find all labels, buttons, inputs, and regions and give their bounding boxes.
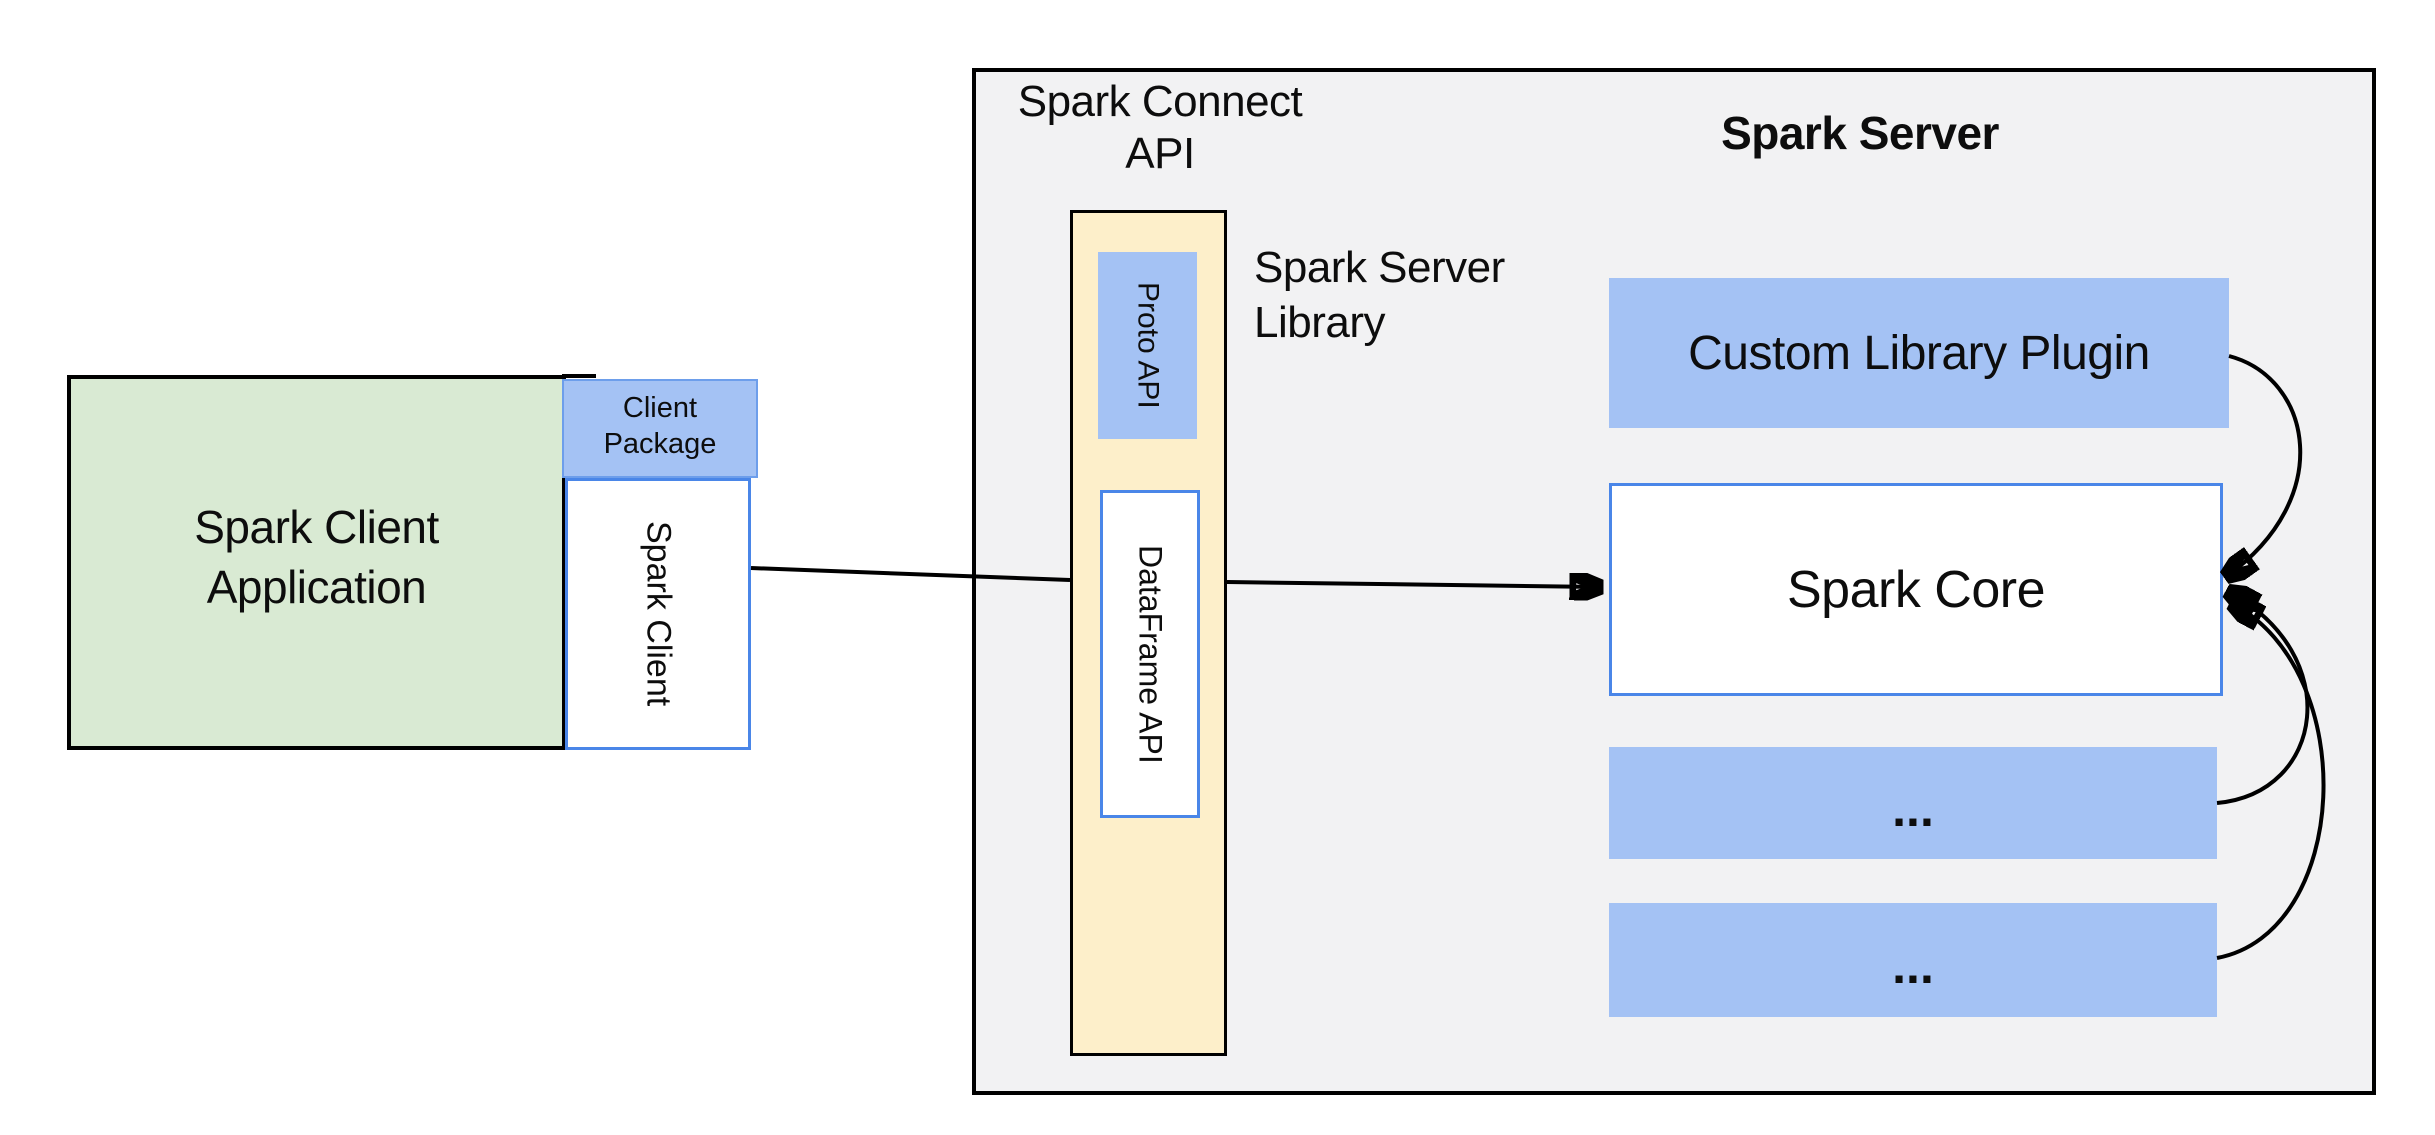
spark-connect-api-label: Spark Connect API — [1017, 77, 1303, 178]
proto-api-label: Proto API — [1131, 282, 1165, 409]
spark-client-label: Spark Client — [639, 521, 678, 707]
spark-core-label: Spark Core — [1787, 560, 2046, 619]
spark-core-box: Spark Core — [1609, 483, 2223, 696]
spark-client-box: Spark Client — [565, 478, 751, 750]
ellipsis-box-1: ... — [1609, 747, 2217, 859]
spark-client-application-box — [67, 375, 566, 750]
dataframe-api-box: DataFrame API — [1100, 490, 1200, 818]
custom-library-plugin-box: Custom Library Plugin — [1609, 278, 2229, 428]
custom-library-plugin-label: Custom Library Plugin — [1688, 326, 2150, 380]
proto-api-box: Proto API — [1098, 252, 1197, 439]
client-package-label: Client Package — [603, 392, 717, 461]
spark-server-library-label: Spark Server Library — [1254, 243, 1505, 347]
spark-client-application-label: Spark Client Application — [194, 501, 439, 613]
spark-server-title: Spark Server — [1721, 107, 1999, 159]
client-box-border-overhang — [562, 374, 596, 378]
dataframe-api-label: DataFrame API — [1132, 544, 1169, 764]
ellipsis-box-2: ... — [1609, 903, 2217, 1017]
ellipsis-label-1: ... — [1892, 781, 1934, 837]
client-package-box — [562, 379, 758, 478]
ellipsis-label-2: ... — [1892, 938, 1934, 994]
